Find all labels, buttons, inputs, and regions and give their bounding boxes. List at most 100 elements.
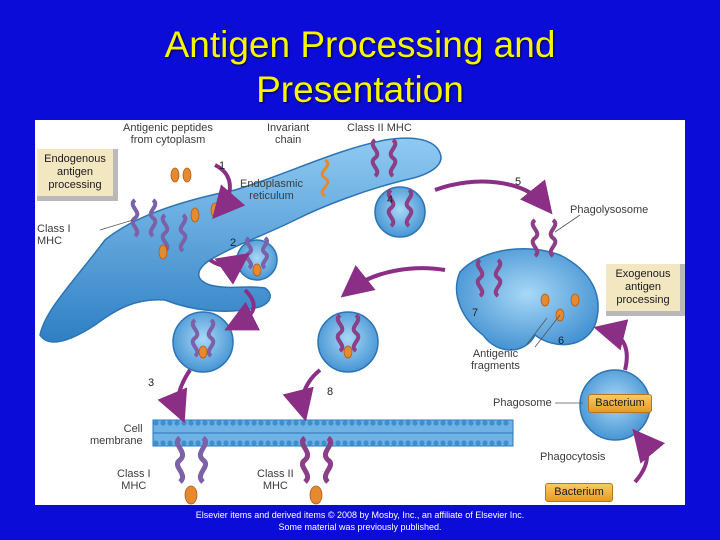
phospholipid-head [251, 440, 257, 446]
phospholipid-head [391, 420, 397, 426]
phospholipid-head [482, 420, 488, 426]
phospholipid-head [475, 420, 481, 426]
step-number-7: 7 [472, 307, 479, 319]
class-ii-mhc-membrane [299, 435, 334, 484]
phospholipid-head [251, 420, 257, 426]
class-ii-mhc-vesicle-8 [335, 313, 361, 353]
title-line-2: Presentation [256, 69, 464, 110]
phospholipid-head [223, 440, 229, 446]
phospholipid-head [230, 440, 236, 446]
phospholipid-head [272, 420, 278, 426]
phospholipid-head [188, 420, 194, 426]
phospholipid-head [356, 440, 362, 446]
phospholipid-head [349, 440, 355, 446]
phospholipid-head [293, 420, 299, 426]
phospholipid-head [440, 420, 446, 426]
class-ii-vesicle-er [374, 186, 426, 238]
phospholipid-head [237, 420, 243, 426]
phospholipid-head [363, 440, 369, 446]
phospholipid-head [496, 420, 502, 426]
phospholipid-head [342, 420, 348, 426]
arrow-step-2 [208, 253, 250, 285]
phospholipid-head [454, 440, 460, 446]
phospholipid-head [433, 420, 439, 426]
vesicle-class-ii-transport [317, 311, 379, 373]
phospholipid-head [237, 440, 243, 446]
phospholipid-head [461, 440, 467, 446]
phospholipid-head [496, 440, 502, 446]
title-line-1: Antigen Processing and [164, 24, 556, 65]
phospholipid-head [286, 440, 292, 446]
phospholipid-head [188, 440, 194, 446]
class-i-mhc-membrane [174, 435, 209, 484]
phospholipid-head [286, 420, 292, 426]
label-phagocytosis: Phagocytosis [540, 451, 606, 463]
leader-lines [99, 214, 583, 404]
phospholipid-head [293, 440, 299, 446]
label-class-ii-mhc-top: Class II MHC [347, 122, 412, 134]
phospholipid-head [279, 420, 285, 426]
phospholipid-head [202, 420, 208, 426]
arrow-step-6 [593, 319, 629, 371]
bacterium-in-phagosome: Bacterium [588, 394, 652, 413]
slide-title: Antigen Processing and Presentation [0, 22, 720, 112]
phospholipid-head [384, 440, 390, 446]
phospholipid-head [321, 420, 327, 426]
class-ii-mhc-phagolysosome-2 [475, 258, 503, 298]
phospholipid-head [181, 420, 187, 426]
step-number-4: 4 [387, 194, 394, 206]
phospholipid-head [279, 440, 285, 446]
process-arrows [157, 163, 666, 484]
phospholipid-head [314, 420, 320, 426]
step-number-8: 8 [327, 386, 334, 398]
phospholipid-head [195, 440, 201, 446]
bacterium-outside: Bacterium [545, 483, 613, 502]
phospholipid-head [216, 420, 222, 426]
phospholipid-head [153, 420, 159, 426]
phospholipid-head [468, 420, 474, 426]
phospholipid-head [489, 420, 495, 426]
phospholipid-head [405, 420, 411, 426]
phospholipid-head [447, 420, 453, 426]
arrow-step-7 [340, 265, 446, 298]
phospholipid-head [321, 440, 327, 446]
phospholipid-head [216, 440, 222, 446]
phospholipid-head [412, 420, 418, 426]
phospholipid-head [307, 420, 313, 426]
vesicle-class-i-transport [172, 311, 234, 373]
phospholipid-head [258, 440, 264, 446]
phospholipid-head [195, 420, 201, 426]
arrow-step-er-to-vesicle [224, 288, 261, 331]
phospholipid-head [223, 420, 229, 426]
footer-line-1: Elsevier items and derived items © 2008 … [195, 510, 525, 520]
phospholipid-head [160, 440, 166, 446]
phospholipid-head [265, 440, 271, 446]
phospholipid-head [342, 440, 348, 446]
phospholipid-head [468, 440, 474, 446]
diagram-svg [39, 137, 666, 505]
phospholipid-head [377, 440, 383, 446]
phospholipid-head [356, 420, 362, 426]
phospholipid-head [412, 440, 418, 446]
phospholipid-head [265, 420, 271, 426]
phospholipid-head [335, 420, 341, 426]
class-i-mhc-vesicle-3 [190, 318, 216, 358]
class-i-mhc-vesicle-2 [245, 236, 269, 270]
phospholipid-head [272, 440, 278, 446]
phospholipid-head [419, 440, 425, 446]
phospholipid-head [370, 440, 376, 446]
phospholipid-head [314, 440, 320, 446]
class-i-mhc-er-right [160, 213, 188, 253]
class-ii-mhc-er [370, 138, 398, 178]
phospholipid-head [454, 420, 460, 426]
phospholipid-head [335, 440, 341, 446]
invariant-chain [320, 158, 330, 198]
step-number-6: 6 [558, 335, 565, 347]
phospholipid-head [503, 440, 509, 446]
arrow-step-3 [157, 368, 192, 424]
phospholipid-head [370, 420, 376, 426]
